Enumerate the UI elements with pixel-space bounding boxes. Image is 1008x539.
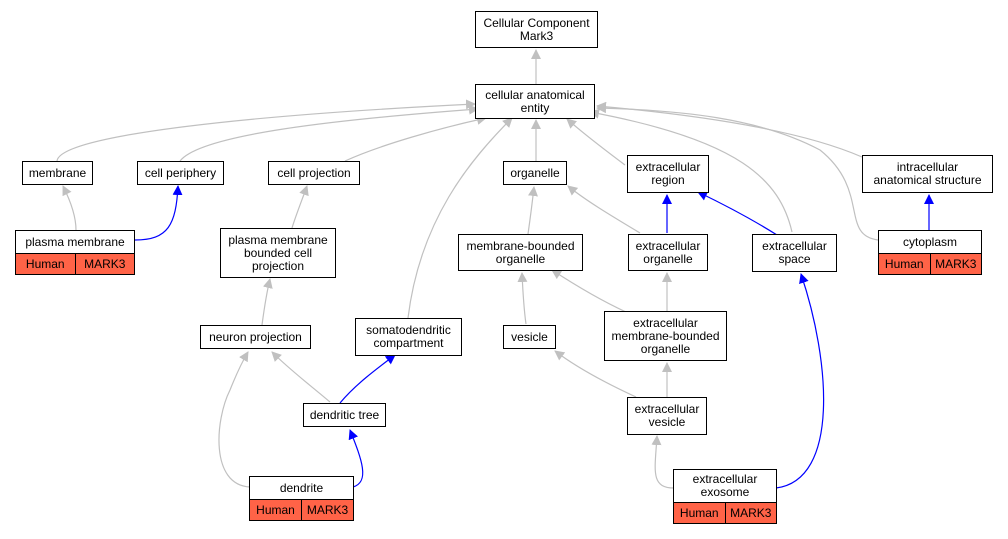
edge-cellprojection-cae bbox=[344, 115, 487, 162]
node-organelle[interactable]: organelle bbox=[503, 161, 567, 185]
species-tag: Human bbox=[16, 254, 75, 274]
node-extracellular-space[interactable]: extracellular space bbox=[752, 234, 837, 272]
edge-embo-mbo bbox=[551, 269, 627, 313]
node-plasma-membrane-bounded-cell-projection[interactable]: plasma membrane bounded cell projection bbox=[220, 228, 336, 278]
node-extracellular-organelle[interactable]: extracellular organelle bbox=[628, 234, 708, 271]
node-extracellular-vesicle[interactable]: extracellular vesicle bbox=[627, 397, 707, 435]
node-label: cytoplasm bbox=[902, 234, 958, 249]
edge-dendrite-np bbox=[218, 351, 251, 488]
node-cellular-anatomical-entity[interactable]: cellular anatomical entity bbox=[475, 84, 595, 119]
edge-membrane-cae bbox=[56, 99, 476, 162]
edge-plasmamembrane-cellperiphery bbox=[134, 185, 183, 241]
edge-extregion-cae bbox=[566, 118, 626, 166]
edge-ev-vesicle bbox=[554, 350, 637, 398]
node-extracellular-region[interactable]: extracellular region bbox=[627, 155, 709, 193]
edge-exosome-ev bbox=[651, 435, 675, 489]
node-dendrite[interactable]: dendrite Human MARK3 bbox=[249, 476, 354, 521]
node-label: plasma membrane bbox=[25, 234, 125, 249]
edge-mbo-organelle bbox=[527, 186, 538, 235]
node-dendritic-tree[interactable]: dendritic tree bbox=[303, 403, 386, 427]
edge-cytoplasm-cae bbox=[596, 103, 879, 241]
node-somatodendritic-compartment[interactable]: somatodendritic compartment bbox=[355, 318, 462, 356]
edge-eo-organelle bbox=[567, 185, 641, 234]
edge-extspace-extregion bbox=[697, 191, 778, 236]
node-membrane[interactable]: membrane bbox=[22, 161, 93, 185]
node-extracellular-exosome[interactable]: extracellular exosome Human MARK3 bbox=[673, 469, 777, 524]
edge-vesicle-mbo bbox=[517, 272, 528, 325]
edge-somato-cae bbox=[407, 117, 513, 319]
node-label: extracellular exosome bbox=[692, 472, 758, 499]
edge-np-pmbcp bbox=[261, 278, 273, 326]
node-plasma-membrane[interactable]: plasma membrane Human MARK3 bbox=[15, 230, 135, 275]
node-membrane-bounded-organelle[interactable]: membrane-bounded organelle bbox=[458, 234, 583, 271]
edge-cellperiphery-cae bbox=[179, 104, 479, 162]
node-label: dendrite bbox=[279, 480, 324, 495]
edge-ias-cae bbox=[596, 101, 863, 158]
edge-dt-somato bbox=[339, 354, 396, 404]
edge-pmbcp-cellprojection bbox=[291, 185, 309, 229]
edge-extspace-cae bbox=[589, 108, 793, 233]
edge-plasmamembrane-membrane bbox=[62, 185, 77, 231]
node-cytoplasm[interactable]: cytoplasm Human MARK3 bbox=[878, 230, 982, 275]
node-vesicle[interactable]: vesicle bbox=[503, 325, 556, 349]
gene-tag: MARK3 bbox=[929, 254, 981, 274]
node-cell-periphery[interactable]: cell periphery bbox=[137, 161, 224, 185]
gene-tag: MARK3 bbox=[724, 503, 776, 523]
edge-exosome-extspace bbox=[775, 273, 825, 489]
species-tag: Human bbox=[879, 254, 930, 274]
edge-dendrite-dt bbox=[348, 429, 364, 488]
species-tag: Human bbox=[250, 500, 301, 520]
gene-tag: MARK3 bbox=[74, 254, 134, 274]
node-cell-projection[interactable]: cell projection bbox=[268, 161, 360, 185]
node-extracellular-membrane-bounded-organelle[interactable]: extracellular membrane-bounded organelle bbox=[604, 311, 727, 361]
species-tag: Human bbox=[674, 503, 725, 523]
gene-tag: MARK3 bbox=[301, 500, 353, 520]
node-cellular-component-mark3[interactable]: Cellular Component Mark3 bbox=[475, 11, 598, 48]
edge-dt-np bbox=[271, 351, 331, 403]
node-intracellular-anatomical-structure[interactable]: intracellular anatomical structure bbox=[862, 155, 993, 193]
node-neuron-projection[interactable]: neuron projection bbox=[200, 325, 311, 349]
